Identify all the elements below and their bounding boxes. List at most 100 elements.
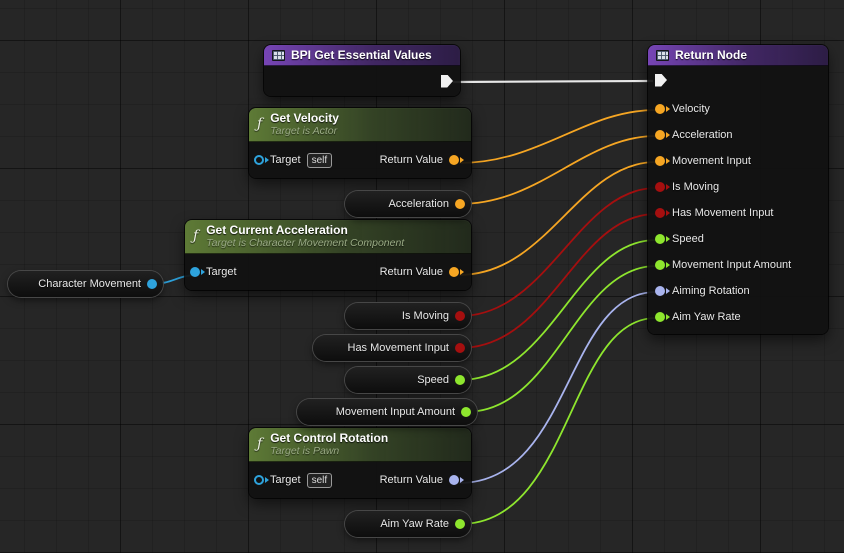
self-literal[interactable]: self [306, 472, 333, 488]
pin-label: Is Moving [401, 310, 449, 322]
target-input-pin[interactable] [190, 267, 205, 277]
target-input-pin[interactable] [254, 475, 269, 485]
pin-label: Movement Input [672, 155, 751, 167]
pin-label: Return Value [379, 266, 443, 278]
return-value-output-pin[interactable] [449, 267, 464, 277]
return-pin-row: Velocity [652, 96, 822, 122]
return-pin-row: Acceleration [652, 122, 822, 148]
character-movement-output-pin[interactable] [147, 279, 157, 289]
wire-movement-input-amount[interactable] [465, 265, 657, 413]
pin-label: Velocity [672, 103, 710, 115]
node-get-control-rotation[interactable]: ƒ Get Control Rotation Target is Pawn Ta… [249, 428, 471, 498]
pin-label: Speed [672, 233, 704, 245]
return-pin-row: Movement Input [652, 148, 822, 174]
node-return[interactable]: Return Node Velocity Acceleration Moveme… [648, 45, 828, 334]
function-icon: ƒ [257, 116, 263, 132]
speed-input-pin[interactable] [655, 234, 670, 244]
return-pin-row: Aim Yaw Rate [652, 304, 822, 330]
node-aim-yaw-rate-variable[interactable]: Aim Yaw Rate [345, 511, 471, 537]
interface-function-icon [272, 49, 285, 61]
has-movement-input-input-pin[interactable] [655, 208, 670, 218]
return-value-output-pin[interactable] [449, 155, 464, 165]
node-title: Get Velocity [270, 111, 339, 125]
velocity-input-pin[interactable] [655, 104, 670, 114]
return-pin-row: Aiming Rotation [652, 278, 822, 304]
wire-acceleration[interactable] [459, 135, 657, 205]
node-title: BPI Get Essential Values [291, 48, 432, 62]
pin-label: Is Moving [672, 181, 720, 193]
wire-has-movement-input[interactable] [459, 213, 657, 349]
node-header: ƒ Get Current Acceleration Target is Cha… [185, 220, 471, 254]
node-subtitle: Target is Actor [270, 125, 338, 137]
return-pin-row: Movement Input Amount [652, 252, 822, 278]
pin-label: Aim Yaw Rate [380, 518, 449, 530]
acceleration-output-pin[interactable] [455, 199, 465, 209]
movement-input-amount-output-pin[interactable] [461, 407, 471, 417]
pin-label: Target [270, 154, 301, 166]
pin-label: Acceleration [388, 198, 449, 210]
node-body: Velocity Acceleration Movement Input Is … [648, 66, 828, 334]
pin-label: Return Value [379, 154, 443, 166]
node-title: Get Current Acceleration [206, 223, 348, 237]
wire-aiming-rotation[interactable] [458, 291, 657, 484]
node-title: Return Node [675, 48, 747, 62]
node-body: Target self Return Value [249, 462, 471, 498]
node-bpi-get-essential-values[interactable]: BPI Get Essential Values [264, 45, 460, 96]
pin-label: Aiming Rotation [672, 285, 750, 297]
return-pin-row: Has Movement Input [652, 200, 822, 226]
node-body [264, 66, 460, 96]
pin-label: Return Value [379, 474, 443, 486]
return-pin-row: Speed [652, 226, 822, 252]
function-icon: ƒ [257, 436, 263, 452]
return-pin-row: Is Moving [652, 174, 822, 200]
node-get-current-acceleration[interactable]: ƒ Get Current Acceleration Target is Cha… [185, 220, 471, 290]
acceleration-input-pin[interactable] [655, 130, 670, 140]
movement-input-input-pin[interactable] [655, 156, 670, 166]
pin-label: Speed [417, 374, 449, 386]
return-value-output-pin[interactable] [449, 475, 464, 485]
is-moving-output-pin[interactable] [455, 311, 465, 321]
wire-is-moving[interactable] [459, 187, 657, 317]
function-icon: ƒ [193, 228, 199, 244]
target-input-pin[interactable] [254, 155, 269, 165]
node-has-movement-input-variable[interactable]: Has Movement Input [313, 335, 471, 361]
node-header: BPI Get Essential Values [264, 45, 460, 66]
aim-yaw-rate-output-pin[interactable] [455, 519, 465, 529]
node-header: ƒ Get Control Rotation Target is Pawn [249, 428, 471, 462]
interface-function-icon [656, 49, 669, 61]
wire-velocity[interactable] [458, 109, 657, 164]
aim-yaw-rate-input-pin[interactable] [655, 312, 670, 322]
pin-label: Target [206, 266, 237, 278]
node-movement-input-amount-variable[interactable]: Movement Input Amount [297, 399, 477, 425]
node-body: Target Return Value [185, 254, 471, 290]
self-literal[interactable]: self [306, 152, 333, 168]
node-body: Target self Return Value [249, 142, 471, 178]
is-moving-input-pin[interactable] [655, 182, 670, 192]
node-acceleration-variable[interactable]: Acceleration [345, 191, 471, 217]
wire-exec[interactable] [452, 79, 654, 84]
pin-label: Movement Input Amount [672, 259, 792, 271]
movement-input-amount-input-pin[interactable] [655, 260, 670, 270]
node-get-velocity[interactable]: ƒ Get Velocity Target is Actor Target se… [249, 108, 471, 178]
node-subtitle: Target is Pawn [270, 445, 340, 457]
node-header: Return Node [648, 45, 828, 66]
wire-speed[interactable] [459, 239, 657, 381]
pin-label: Movement Input Amount [335, 406, 455, 418]
aiming-rotation-input-pin[interactable] [655, 286, 670, 296]
speed-output-pin[interactable] [455, 375, 465, 385]
node-is-moving-variable[interactable]: Is Moving [345, 303, 471, 329]
exec-input-pin[interactable] [655, 73, 667, 87]
pin-label: Aim Yaw Rate [672, 311, 741, 323]
node-speed-variable[interactable]: Speed [345, 367, 471, 393]
node-header: ƒ Get Velocity Target is Actor [249, 108, 471, 142]
pin-label: Target [270, 474, 301, 486]
wire-movement-input[interactable] [458, 161, 657, 276]
pin-label: Character Movement [38, 278, 141, 290]
has-movement-input-output-pin[interactable] [455, 343, 465, 353]
wire-aim-yaw-rate[interactable] [459, 317, 657, 525]
node-subtitle: Target is Character Movement Component [206, 237, 405, 249]
exec-output-pin[interactable] [441, 74, 453, 88]
node-title: Get Control Rotation [270, 431, 389, 445]
node-character-movement-variable[interactable]: Character Movement [8, 271, 163, 297]
